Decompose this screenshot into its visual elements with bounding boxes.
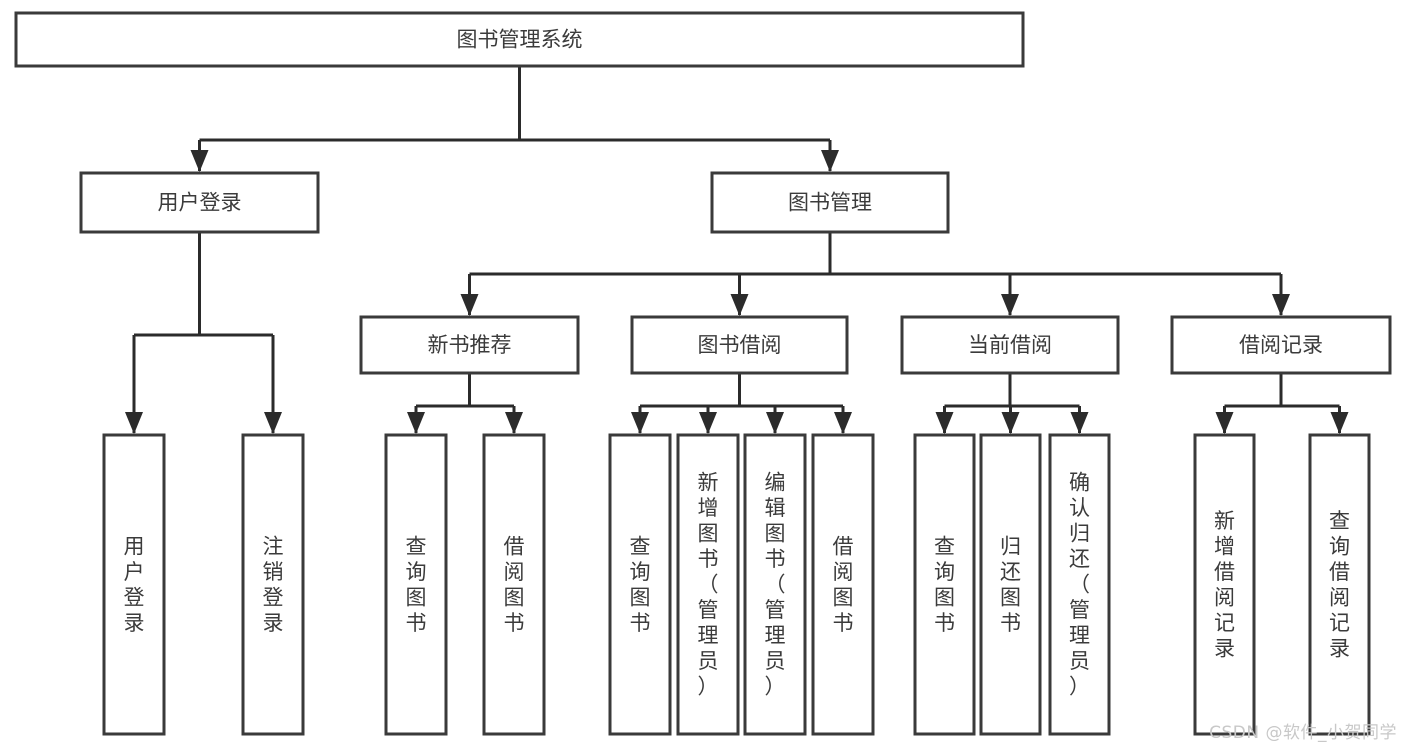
node-label: 注销登录	[263, 534, 284, 635]
node-leaf-add-record[interactable]: 新增借阅记录	[1193, 433, 1256, 736]
connector-layer	[125, 66, 1349, 434]
node-current-borrow[interactable]: 当前借阅	[900, 315, 1120, 375]
node-label: 图书管理	[788, 191, 872, 215]
node-label: 借阅图书	[504, 534, 525, 635]
node-label: 查询图书	[630, 534, 651, 635]
node-leaf-logout[interactable]: 注销登录	[241, 433, 305, 736]
node-label: 新书推荐	[428, 333, 512, 357]
node-label: 新增借阅记录	[1214, 509, 1235, 661]
node-new-book-recommend[interactable]: 新书推荐	[359, 315, 580, 375]
node-user-login[interactable]: 用户登录	[79, 171, 320, 234]
node-label: 用户登录	[124, 534, 145, 635]
node-leaf-borrow-book-2[interactable]: 借阅图书	[811, 433, 875, 736]
node-borrow-record[interactable]: 借阅记录	[1170, 315, 1392, 375]
node-label: 查询图书	[406, 534, 427, 635]
node-label: 归还图书	[1000, 534, 1021, 635]
node-leaf-query-book-2[interactable]: 查询图书	[608, 433, 672, 736]
node-leaf-edit-book[interactable]: 编辑图书（管理员）	[743, 433, 807, 736]
node-leaf-add-book[interactable]: 新增图书（管理员）	[676, 433, 740, 736]
node-leaf-return-book[interactable]: 归还图书	[979, 433, 1042, 736]
node-leaf-query-book-3[interactable]: 查询图书	[913, 433, 976, 736]
node-label: 查询借阅记录	[1329, 509, 1350, 661]
node-leaf-user-login[interactable]: 用户登录	[102, 433, 166, 736]
node-label: 查询图书	[934, 534, 955, 635]
node-label: 编辑图书（管理员）	[765, 471, 786, 699]
node-leaf-query-record[interactable]: 查询借阅记录	[1308, 433, 1371, 736]
node-label: 确认归还（管理员）	[1069, 471, 1090, 699]
node-label: 用户登录	[158, 191, 242, 215]
node-label: 借阅图书	[833, 534, 854, 635]
node-label: 新增图书（管理员）	[698, 471, 719, 699]
node-book-borrow[interactable]: 图书借阅	[630, 315, 849, 375]
node-label: 借阅记录	[1239, 333, 1323, 357]
node-book-manage[interactable]: 图书管理	[710, 171, 950, 234]
node-root[interactable]: 图书管理系统	[14, 11, 1025, 68]
node-layer: 图书管理系统用户登录图书管理新书推荐图书借阅当前借阅借阅记录用户登录注销登录查询…	[14, 11, 1392, 736]
node-leaf-query-book-1[interactable]: 查询图书	[384, 433, 448, 736]
node-leaf-confirm-return[interactable]: 确认归还（管理员）	[1048, 433, 1111, 736]
node-label: 当前借阅	[968, 333, 1052, 357]
node-label: 图书管理系统	[457, 28, 583, 52]
node-label: 图书借阅	[698, 333, 782, 357]
node-leaf-borrow-book-1[interactable]: 借阅图书	[482, 433, 546, 736]
